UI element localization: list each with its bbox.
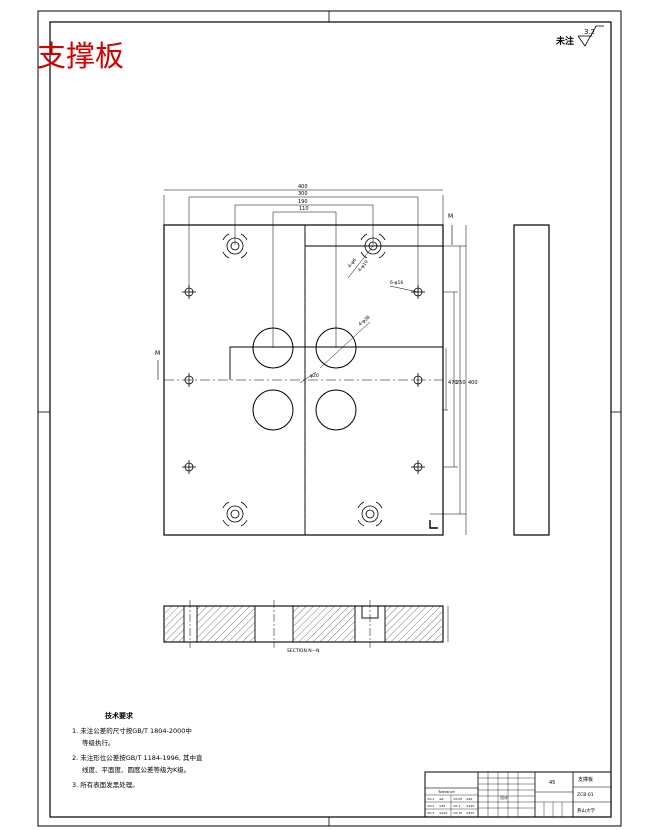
svg-text:±0.2: ±0.2	[427, 804, 434, 808]
frame-center-marks	[38, 11, 621, 826]
dim-d3: 110	[299, 206, 309, 212]
dim-side-b: 250	[456, 380, 466, 386]
svg-text:±0.05: ±0.05	[453, 797, 462, 801]
tolerance-table: Tolerance ±0.1 ≤6 ±0.05 ≤30 ±0.2 ≤30 ±0.…	[424, 787, 479, 818]
outer-frame	[37, 10, 622, 827]
svg-text:≤120: ≤120	[466, 804, 474, 808]
roughness-value: 3.2	[584, 28, 595, 36]
tolerance-header: Tolerance	[437, 790, 455, 794]
roughness-symbol-icon	[577, 25, 604, 47]
svg-text:±0.15: ±0.15	[453, 811, 462, 815]
note-line: 1. 未注公差的尺寸按GB/T 1804-2000中	[72, 726, 192, 735]
note-line: 3. 所有表面发黑处理。	[72, 780, 139, 789]
svg-text:≤6: ≤6	[439, 797, 444, 801]
note-line: 2. 未注形位公差按GB/T 1184-1996, 其中直	[72, 753, 203, 762]
section-label: SECTION N—N	[287, 648, 320, 654]
bore-hole	[252, 389, 294, 431]
callout-hole-a: 4-φ6	[347, 257, 358, 269]
svg-text:±0.1: ±0.1	[427, 797, 434, 801]
svg-text:±0.3: ±0.3	[427, 811, 434, 815]
note-line: 等级执行。	[82, 738, 115, 747]
plan-view: 400 300 190 110 M M	[155, 184, 478, 536]
dim-side-a: 470	[448, 380, 458, 386]
school-name: 燕山大学	[577, 807, 595, 814]
datum-m-left: M	[155, 350, 160, 357]
sign-label: 设计	[500, 794, 508, 800]
dim-d2: 190	[298, 199, 308, 205]
drawing-title: 支撑板	[37, 39, 124, 73]
callout-hole-c: 6-φ16	[390, 280, 403, 286]
svg-text:≤30: ≤30	[439, 804, 445, 808]
note-line: 线度、平面度、圆度公差等级为K级。	[82, 765, 190, 774]
inner-frame	[49, 21, 612, 818]
callout-hole-d: 4-φ28	[357, 314, 371, 327]
dim-d1: 300	[298, 191, 308, 197]
svg-text:±0.1: ±0.1	[453, 804, 460, 808]
notes-heading: 技术要求	[105, 711, 134, 720]
side-view	[513, 224, 550, 536]
callout-hole-b: 4-φ10	[357, 259, 370, 273]
callout-hole-e: φ20	[310, 373, 319, 379]
datum-m-top: M	[448, 213, 453, 220]
part-name: 支撑板	[578, 776, 593, 783]
roughness-label: 未注	[555, 35, 574, 47]
section-view: SECTION N—N	[163, 600, 449, 654]
dim-right-h: 400	[468, 380, 478, 386]
technical-notes: 技术要求 1. 未注公差的尺寸按GB/T 1804-2000中 等级执行。 2.…	[72, 711, 203, 789]
svg-text:≤30: ≤30	[466, 797, 472, 801]
bore-hole	[315, 327, 357, 369]
bore-hole	[252, 327, 294, 369]
bore-hole	[315, 389, 357, 431]
drawing-number: ZCB-01	[577, 792, 594, 798]
material: 45	[549, 780, 555, 786]
svg-text:≤315: ≤315	[466, 811, 474, 815]
dim-overall-width: 400	[298, 184, 308, 190]
svg-text:≤120: ≤120	[439, 811, 447, 815]
